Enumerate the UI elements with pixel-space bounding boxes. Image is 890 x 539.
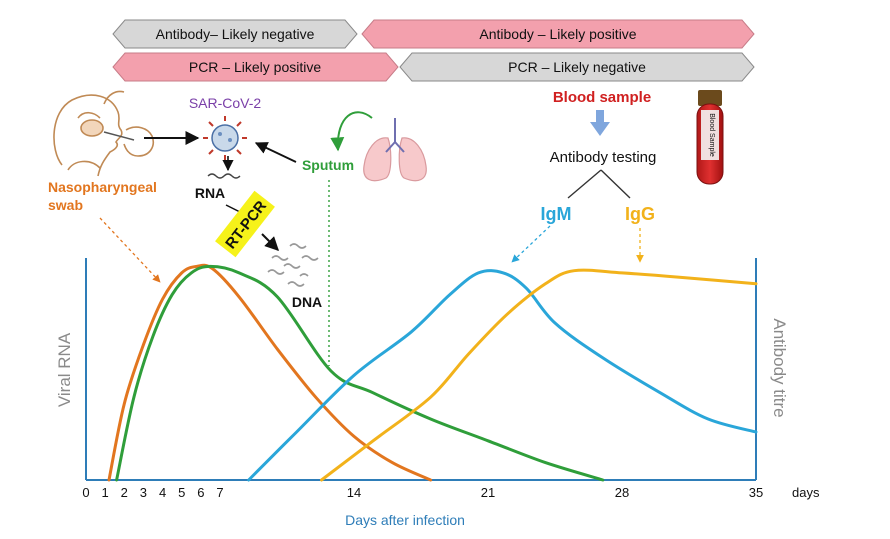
igm-label: IgM <box>541 204 572 224</box>
swab-guide-arrow <box>99 217 161 283</box>
banner-pcr-negative-text: PCR – Likely negative <box>508 59 646 75</box>
swab-label-line1: Nasopharyngeal <box>48 179 157 195</box>
x-tick-label: 7 <box>216 485 223 500</box>
x-tick-label: 14 <box>347 485 361 500</box>
branch-left-line <box>567 169 602 199</box>
series-line-sputum <box>115 264 605 482</box>
x-tick-label: 5 <box>178 485 185 500</box>
x-tick-label: 21 <box>481 485 495 500</box>
y-axis-right-title: Antibody titre <box>770 318 789 417</box>
blood-tube-icon: Blood Sample <box>696 90 724 185</box>
series-line-igg <box>320 268 758 482</box>
x-tick-label: 4 <box>159 485 166 500</box>
banner-antibody-negative: Antibody– Likely negative <box>112 19 358 49</box>
igm-guide-arrow <box>511 225 551 263</box>
rna-strand-icon <box>207 173 241 179</box>
blood-sample-label: Blood sample <box>553 89 651 106</box>
x-tick-label: 6 <box>197 485 204 500</box>
lungs-icon <box>363 118 427 182</box>
x-unit-label: days <box>792 485 820 500</box>
virus-label: SAR-CoV-2 <box>189 95 262 111</box>
igg-label: IgG <box>625 204 655 224</box>
rtpcr-to-dna-arrow <box>261 233 279 251</box>
banner-pcr-positive-text: PCR – Likely positive <box>189 59 321 75</box>
banner-pcr-negative: PCR – Likely negative <box>399 52 755 82</box>
swab-label-line2: swab <box>48 197 83 213</box>
x-tick-label: 35 <box>749 485 763 500</box>
swab-illustration <box>53 90 154 177</box>
down-arrow-icon <box>590 110 610 136</box>
sputum-to-virus-arrow <box>254 142 297 163</box>
x-axis-title: Days after infection <box>345 512 465 528</box>
x-tick-label: 3 <box>140 485 147 500</box>
sputum-label: Sputum <box>302 157 354 173</box>
x-tick-label: 28 <box>615 485 629 500</box>
x-tick-label: 0 <box>82 485 89 500</box>
lungs-to-sputum-arrow <box>330 111 373 152</box>
series-line-nasopharyngeal-swab <box>107 263 433 482</box>
rna-label: RNA <box>195 185 225 201</box>
antibody-testing-label: Antibody testing <box>550 149 657 166</box>
banner-pcr-positive: PCR – Likely positive <box>112 52 399 82</box>
banner-antibody-negative-text: Antibody– Likely negative <box>156 26 315 42</box>
rna-to-rtpcr-arrow <box>225 204 241 213</box>
branch-right-line <box>600 169 631 199</box>
dna-label: DNA <box>292 294 322 310</box>
series-line-igm <box>247 269 758 482</box>
x-tick-label: 1 <box>101 485 108 500</box>
dna-fragments-icon <box>267 243 319 287</box>
x-tick-label: 2 <box>121 485 128 500</box>
virus-icon <box>203 116 247 160</box>
banner-antibody-positive-text: Antibody – Likely positive <box>479 26 636 42</box>
tube-label: Blood Sample <box>708 113 715 157</box>
y-axis-left-title: Viral RNA <box>55 332 74 407</box>
series-layer <box>107 263 758 482</box>
banner-antibody-positive: Antibody – Likely positive <box>361 19 755 49</box>
